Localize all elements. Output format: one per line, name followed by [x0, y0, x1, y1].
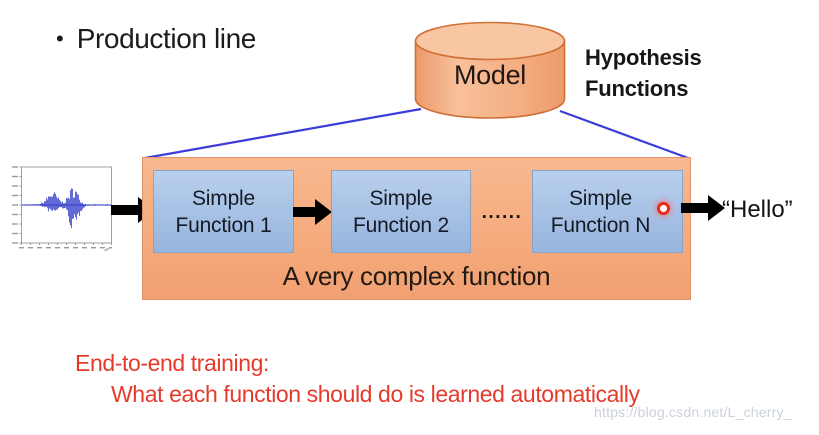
simple-function-1-label: Simple Function 1: [175, 186, 272, 237]
hypothesis-line1: Hypothesis: [585, 45, 702, 70]
watermark: https://blog.csdn.net/L_cherry_: [594, 404, 792, 420]
simple-function-1-box: Simple Function 1: [153, 170, 294, 253]
output-text: “Hello”: [722, 196, 793, 223]
laser-pointer-dot: [657, 202, 670, 215]
title-text: Production line: [76, 23, 257, 54]
input-arrow-shaft: [111, 205, 138, 215]
complex-function-box: Simple Function 1 Simple Function 2 ....…: [142, 157, 691, 300]
cylinder-shape: [414, 21, 566, 119]
arrow-function1-to-function2: [293, 199, 332, 225]
bullet-marker: •: [56, 26, 64, 52]
output-arrow-shaft: [681, 203, 708, 213]
ellipsis-dots: ......: [481, 202, 523, 223]
mid-arrow-shaft: [293, 207, 315, 217]
hypothesis-label: Hypothesis Functions: [585, 42, 702, 104]
hypothesis-line2: Functions: [585, 76, 689, 101]
output-arrow: [681, 195, 725, 221]
audio-waveform-plot: [8, 162, 114, 257]
output-arrow-head: [708, 195, 725, 221]
simple-function-n-label: Simple Function N: [550, 186, 651, 237]
end-to-end-note: End-to-end training: What each function …: [75, 349, 640, 409]
model-cylinder: Model: [414, 20, 566, 120]
slide-title: • Production line: [56, 23, 257, 55]
simple-function-2-label: Simple Function 2: [352, 186, 450, 237]
complex-function-caption: A very complex function: [282, 261, 551, 291]
waveform-svg: [12, 166, 114, 252]
mid-arrow-head: [315, 199, 332, 225]
model-label: Model: [453, 60, 527, 90]
note-line1: End-to-end training:: [75, 350, 270, 376]
note-line2: What each function should do is learned …: [111, 381, 640, 407]
simple-function-2-box: Simple Function 2: [331, 170, 471, 253]
